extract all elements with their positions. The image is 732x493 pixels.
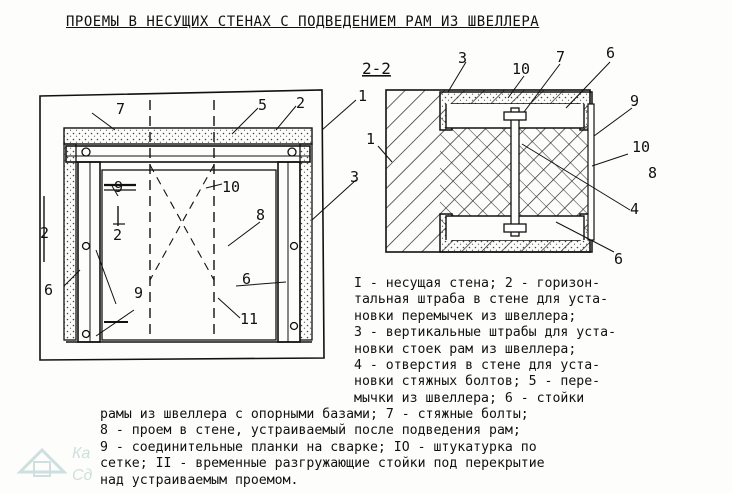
legend-line: новки стяжных болтов; 5 - пере- (354, 374, 601, 390)
leader-lines-left (63, 99, 357, 337)
callout-1: 1 (358, 87, 367, 105)
callout-r3: 3 (458, 49, 467, 67)
legend-line: 3 - вертикальные штрабы для уста- (354, 325, 617, 341)
callout-10: 10 (222, 178, 240, 196)
page-title: ПРОЕМЫ В НЕСУЩИХ СТЕНАХ С ПОДВЕДЕНИЕМ РА… (66, 14, 540, 30)
legend-line: рамы из швеллера с опорными базами; 7 - … (100, 407, 529, 422)
callout-6-right: 6 (242, 270, 251, 288)
section-mark-inner: 2 (113, 226, 122, 244)
section-label: 2-2 (362, 59, 391, 78)
callout-9-bottom: 9 (134, 284, 143, 302)
opening (101, 169, 277, 341)
callout-7: 7 (116, 100, 125, 118)
wall-outline (39, 89, 325, 361)
legend-block-bottom: рамы из швеллера с опорными базами; 7 - … (100, 407, 545, 489)
callout-11: 11 (240, 310, 258, 328)
horizontal-chase (63, 127, 313, 145)
legend-line: тальная штраба в стене для уста- (354, 292, 609, 308)
leader-lines-right (377, 61, 633, 253)
callout-r4: 4 (630, 200, 639, 218)
legend-line: 9 - соединительные планки на сварке; IO … (100, 439, 537, 455)
legend-line: 4 - отверстия в стене для уста- (354, 358, 601, 374)
watermark-text-1: Ка (72, 445, 90, 462)
watermark-logo: Ка Сд (16, 445, 93, 484)
legend-line: мычки из швеллера; 6 - стойки (354, 390, 585, 406)
callout-8: 8 (256, 206, 265, 224)
callout-r9: 9 (630, 92, 639, 110)
legend-line: над устраиваемым проемом. (100, 472, 299, 488)
bolts-left (81, 147, 299, 339)
watermark-text-2: Сд (72, 467, 93, 484)
legend-line: 8 - проем в стене, устраиваемый после по… (100, 423, 521, 439)
section-mark-left: 2 (40, 224, 49, 242)
post-right-outer (299, 143, 313, 341)
callout-5: 5 (258, 96, 267, 114)
legend-line: новки стоек рам из швеллера; (354, 341, 577, 357)
callout-6-left: 6 (44, 281, 53, 299)
callout-9-top: 9 (114, 178, 123, 196)
callout-r6-bottom: 6 (614, 250, 623, 268)
callout-r10b: 10 (632, 138, 650, 156)
legend-line: сетке; II - временные разгружающие стойк… (100, 456, 545, 472)
legend-line: I - несущая стена; 2 - горизон- (354, 276, 601, 291)
elevation-view: 7 5 2 1 3 8 6 6 9 9 10 11 2 2 (39, 87, 367, 361)
post-left-outer (63, 143, 77, 341)
callout-r1: 1 (366, 130, 375, 148)
callout-r6-top: 6 (606, 44, 615, 62)
post-right (277, 161, 301, 343)
callout-r7: 7 (556, 48, 565, 66)
legend-block-right: I - несущая стена; 2 - горизон- тальная … (354, 276, 616, 407)
callout-r10: 10 (512, 60, 530, 78)
legend-line: новки перемычек из швеллера; (354, 308, 577, 324)
callout-r8: 8 (648, 164, 657, 182)
lintel-channel (65, 145, 311, 163)
section-view: 2-2 (362, 44, 657, 268)
tie-bolt (510, 107, 520, 237)
callout-2: 2 (296, 94, 305, 112)
callout-3: 3 (350, 168, 359, 186)
